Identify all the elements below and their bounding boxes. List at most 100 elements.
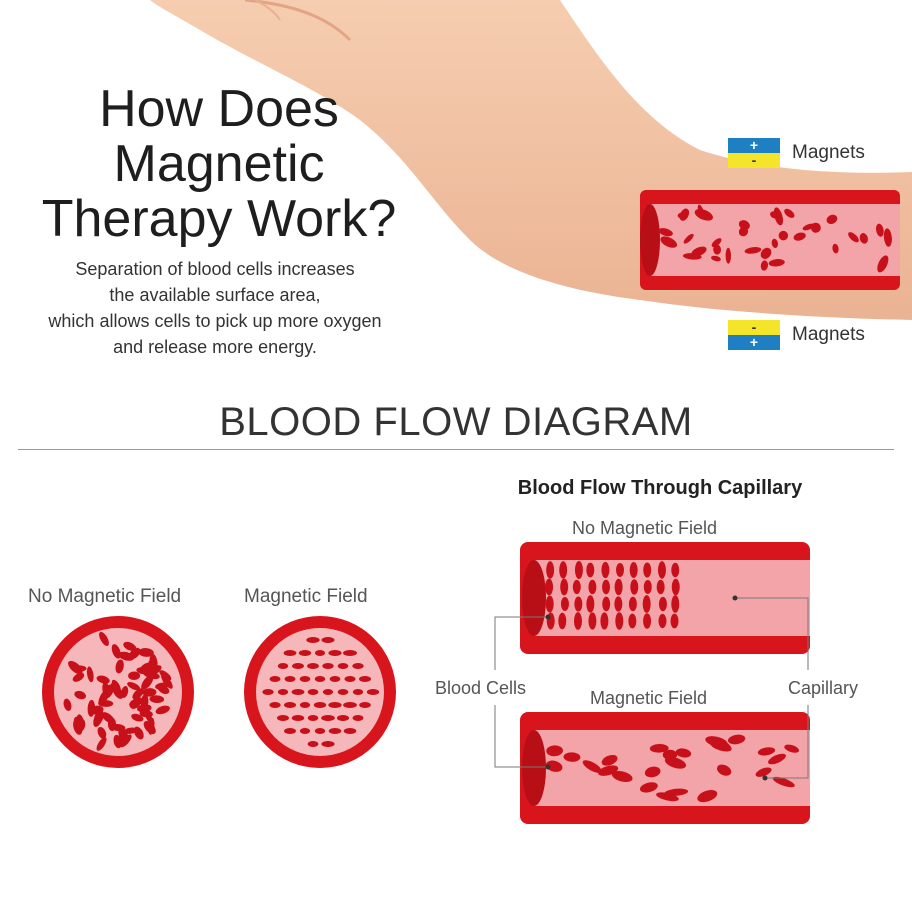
blood-cell	[642, 595, 651, 613]
blood-cell	[119, 734, 132, 748]
blood-cell	[629, 561, 638, 579]
blood-cell	[352, 689, 364, 695]
blood-cell	[86, 666, 94, 683]
title-line: Therapy Work?	[41, 190, 397, 248]
blood-cell	[140, 694, 149, 710]
blood-cell	[598, 765, 619, 776]
magnet-bottom: - +	[728, 320, 780, 350]
blood-cell	[657, 561, 666, 579]
blood-cell	[616, 562, 625, 578]
blood-cell	[883, 228, 892, 247]
section-title: BLOOD FLOW DIAGRAM	[219, 400, 693, 444]
cross-section-label-no-field: No Magnetic Field	[28, 586, 182, 607]
blood-cell	[307, 663, 319, 669]
blood-cell	[96, 737, 107, 751]
blood-cell	[582, 760, 602, 773]
blood-cell	[683, 233, 694, 244]
blood-cell	[705, 736, 728, 748]
blood-cell	[760, 247, 772, 259]
blood-cell	[677, 212, 688, 220]
blood-cell	[697, 789, 718, 803]
blood-cell	[143, 720, 156, 735]
blood-cell	[314, 676, 326, 682]
blood-cell	[314, 650, 326, 656]
blood-cell	[299, 676, 311, 682]
blood-cell	[115, 659, 124, 674]
blood-cell	[572, 579, 581, 595]
blood-cell	[671, 595, 680, 613]
subtitle-line: which allows cells to pick up more oxyge…	[48, 311, 382, 331]
blood-cell	[760, 260, 768, 271]
blood-cell	[586, 595, 595, 613]
blood-cell	[546, 745, 563, 757]
blood-cell	[269, 676, 281, 682]
blood-cell	[658, 613, 667, 629]
blood-cell	[848, 232, 859, 243]
subtitle-line: Separation of blood cells increases	[75, 259, 355, 279]
blood-cell	[859, 233, 868, 244]
magnet-plus: +	[728, 335, 780, 350]
capillary-title: Blood Flow Through Capillary	[517, 477, 803, 499]
blood-cell	[639, 782, 658, 793]
blood-cell	[144, 706, 152, 723]
blood-cell	[307, 689, 319, 695]
blood-cell	[644, 766, 661, 778]
blood-cell	[725, 247, 731, 264]
blood-cell	[711, 255, 721, 262]
blood-cell	[99, 631, 109, 646]
blood-cell	[768, 259, 785, 267]
blood-cell	[727, 734, 746, 745]
capillary-label-field: Magnetic Field	[590, 688, 708, 708]
blood-cell	[877, 255, 889, 273]
blood-cell	[643, 579, 652, 595]
blood-cell	[630, 579, 639, 595]
blood-cell	[656, 792, 679, 802]
blood-cell	[658, 228, 673, 237]
blood-cell	[563, 752, 581, 762]
title-line: Magnetic	[113, 135, 325, 193]
blood-cell	[149, 655, 158, 670]
blood-cell	[322, 663, 334, 669]
blood-cell	[142, 688, 157, 697]
blood-cell	[284, 676, 296, 682]
blood-cell	[89, 705, 104, 715]
blood-cell	[826, 214, 838, 225]
blood-cell	[660, 236, 678, 248]
blood-cell	[670, 613, 679, 629]
blood-cell	[344, 676, 356, 682]
blood-cell	[793, 232, 806, 241]
blood-cell	[322, 689, 334, 695]
blood-cell	[602, 579, 611, 595]
blood-cell	[336, 715, 350, 721]
blood-cell	[573, 612, 582, 630]
blood-cell	[98, 700, 114, 707]
blood-cell	[72, 672, 85, 682]
blood-cell	[717, 764, 732, 776]
subtitle-line: and release more energy.	[113, 337, 317, 357]
blood-cell	[299, 728, 311, 734]
magnet-minus: -	[728, 153, 780, 168]
blood-cell	[586, 562, 595, 578]
blood-cell	[291, 689, 305, 695]
blood-cell	[711, 238, 722, 248]
blood-cell	[129, 698, 141, 708]
blood-cell	[277, 689, 289, 695]
blood-cell	[276, 715, 290, 721]
blood-cell	[614, 596, 623, 612]
blood-cell	[671, 562, 680, 578]
blood-cell	[101, 712, 115, 724]
blood-cell	[121, 685, 129, 698]
blood-cell	[337, 689, 349, 695]
blood-cell	[643, 613, 652, 629]
blood-cell	[68, 660, 83, 675]
subtitle: Separation of blood cells increases the …	[0, 256, 430, 360]
blood-cell	[611, 770, 633, 783]
blood-cell	[601, 754, 618, 766]
blood-cell	[337, 663, 349, 669]
blood-cell	[560, 596, 569, 612]
blood-cell	[321, 637, 335, 643]
blood-cell	[574, 596, 583, 612]
blood-cell	[601, 561, 610, 579]
blood-cell	[602, 596, 611, 612]
blood-cell	[298, 650, 312, 656]
